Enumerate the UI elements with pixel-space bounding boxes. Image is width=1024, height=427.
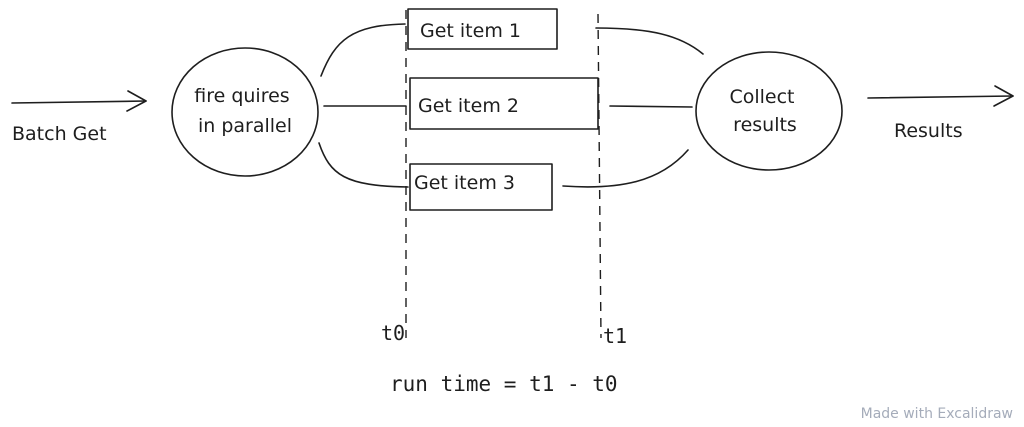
output-arrow: [867, 85, 1014, 107]
collect-node-line-2: results: [733, 114, 797, 136]
t1-marker-line: [597, 13, 602, 339]
connector-task-3-to-collect: [562, 149, 689, 188]
t1-label: t1: [603, 324, 627, 348]
collect-node-line-1: Collect: [729, 86, 794, 108]
connector-task-2-to-collect: [609, 105, 693, 108]
connector-fire-to-task-3: [318, 142, 409, 188]
input-label: Batch Get: [12, 123, 107, 145]
task-label-3: Get item 3: [414, 172, 515, 194]
excalidraw-watermark: Made with Excalidraw: [861, 406, 1013, 422]
task-label-1: Get item 1: [420, 20, 521, 42]
task-box-2: [409, 77, 599, 130]
run-time-formula: run time = t1 - t0: [390, 372, 618, 396]
fire-node-line-1: fire quires: [194, 85, 289, 107]
task-box-1: [407, 8, 558, 50]
output-label: Results: [894, 120, 963, 142]
collect-results-node: [695, 51, 843, 171]
fire-node-line-2: in parallel: [198, 115, 292, 137]
fire-node-text: fire quires in parallel: [194, 85, 296, 137]
connector-fire-to-task-1: [320, 23, 406, 77]
task-box-3: [409, 163, 553, 211]
t0-label: t0: [381, 321, 405, 345]
collect-node-text: Collect results: [729, 86, 800, 136]
input-arrow: [11, 90, 147, 112]
task-label-2: Get item 2: [418, 95, 519, 117]
fire-queries-node: [171, 47, 319, 177]
connector-task-1-to-collect: [595, 27, 704, 55]
